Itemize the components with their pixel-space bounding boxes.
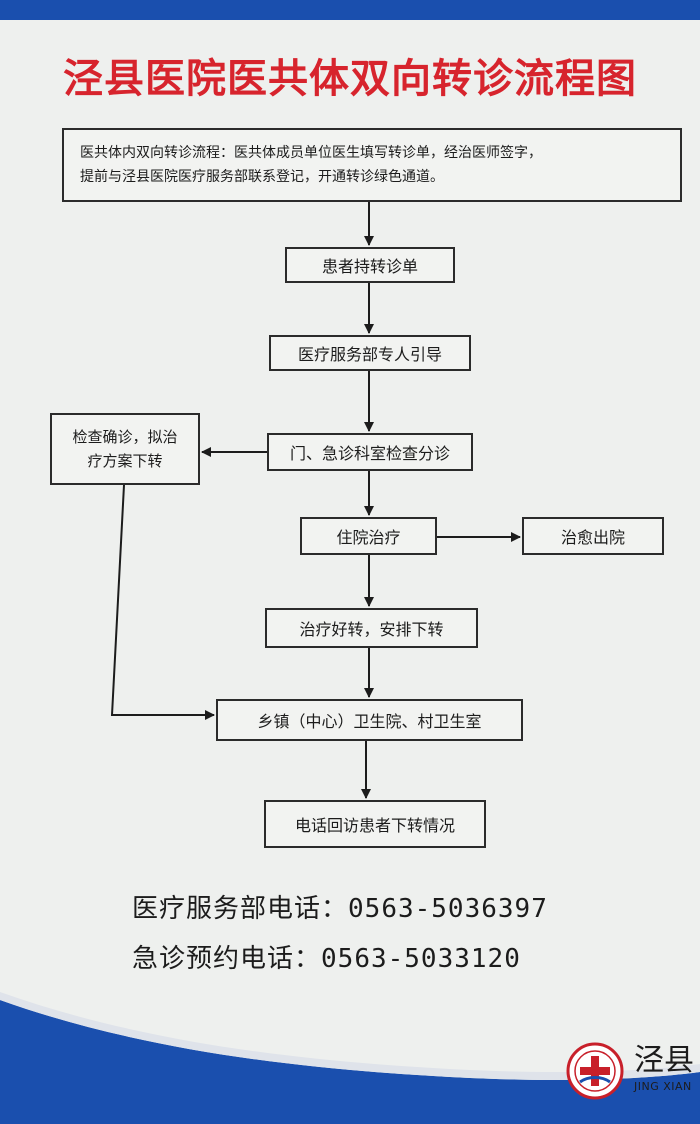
step-improve: 治疗好转，安排下转 bbox=[265, 608, 478, 648]
contact-service-label: 医疗服务部电话： bbox=[132, 894, 349, 924]
brand-name-en: JING XIAN bbox=[634, 1080, 692, 1093]
arrow-confirm-to-township bbox=[110, 484, 215, 720]
hospital-logo-icon bbox=[566, 1042, 624, 1100]
intro-line-1: 医共体内双向转诊流程：医共体成员单位医生填写转诊单，经治医师签字， bbox=[80, 145, 542, 161]
bottom-wave bbox=[0, 992, 700, 1124]
intro-box: 医共体内双向转诊流程：医共体成员单位医生填写转诊单，经治医师签字， 提前与泾县医… bbox=[62, 128, 682, 202]
step-triage: 门、急诊科室检查分诊 bbox=[267, 433, 473, 471]
step-guide: 医疗服务部专人引导 bbox=[269, 335, 471, 371]
contact-emergency-label: 急诊预约电话： bbox=[132, 944, 322, 974]
contact-service-number: 0563-5036397 bbox=[348, 894, 548, 924]
brand: 泾县 JING XIAN bbox=[634, 1043, 694, 1094]
step-confirm-diagnosis: 检查确诊，拟治 疗方案下转 bbox=[50, 413, 200, 485]
step-followup: 电话回访患者下转情况 bbox=[264, 800, 486, 848]
contact-service: 医疗服务部电话：0563-5036397 bbox=[132, 888, 548, 925]
brand-name-cn: 泾县 bbox=[634, 1043, 694, 1078]
step-inpatient: 住院治疗 bbox=[300, 517, 437, 555]
intro-line-2: 提前与泾县医院医疗服务部联系登记，开通转诊绿色通道。 bbox=[80, 169, 444, 185]
contact-emergency-number: 0563-5033120 bbox=[321, 944, 521, 974]
page-title: 泾县医院医共体双向转诊流程图 bbox=[63, 56, 637, 102]
contact-emergency: 急诊预约电话：0563-5033120 bbox=[132, 938, 521, 975]
step-discharge: 治愈出院 bbox=[522, 517, 664, 555]
top-band bbox=[0, 0, 700, 20]
step-township: 乡镇（中心）卫生院、村卫生室 bbox=[216, 699, 523, 741]
step-hold-referral: 患者持转诊单 bbox=[285, 247, 455, 283]
